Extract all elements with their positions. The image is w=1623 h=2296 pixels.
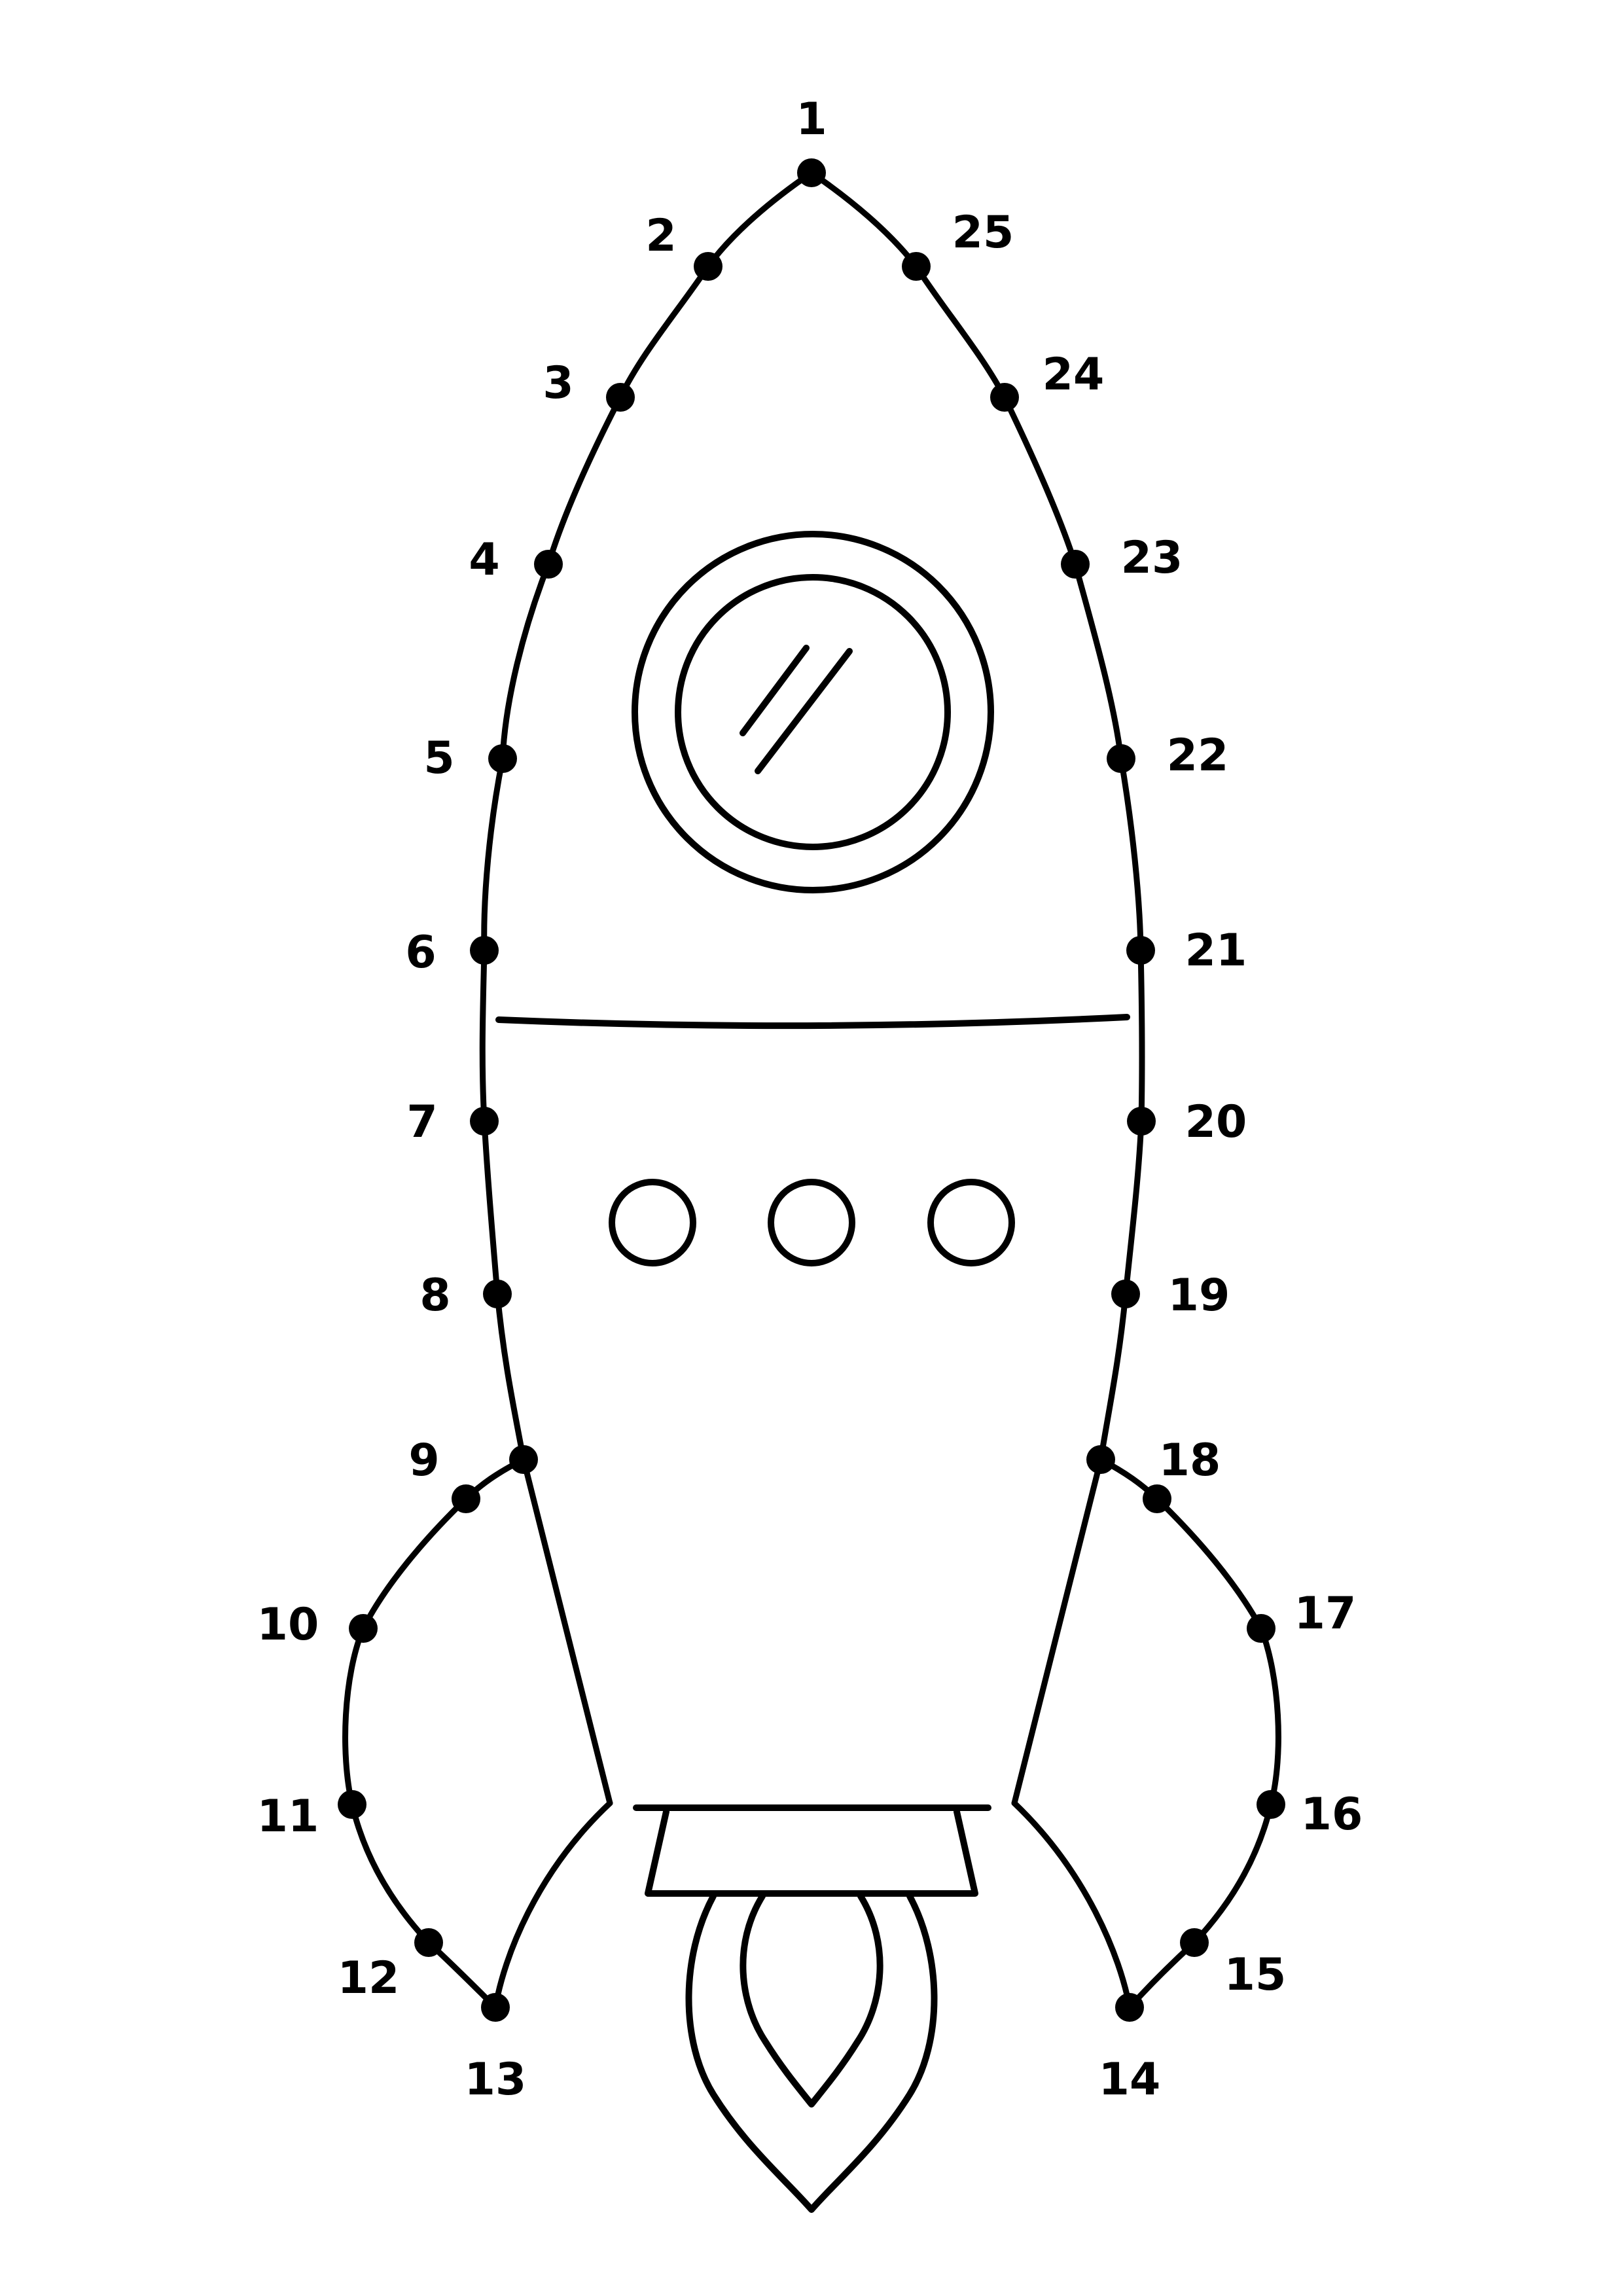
dot-8[interactable]: 8 [419, 1270, 512, 1321]
engine-nozzle [645, 1808, 978, 1897]
dot-6[interactable]: 6 [405, 927, 499, 978]
dot-marker [1061, 550, 1090, 579]
dot-number: 5 [423, 732, 454, 784]
dot-number: 22 [1167, 730, 1229, 781]
dot-15[interactable]: 15 [1180, 1928, 1286, 2001]
porthole-glare-line-1 [740, 645, 810, 736]
dot-marker [349, 1614, 378, 1643]
dot-marker [1180, 1928, 1209, 1957]
dot-marker [488, 744, 517, 773]
dot-number: 24 [1043, 349, 1105, 401]
rocket-body-right-taper [1011, 1456, 1104, 1806]
dot-number: 6 [405, 927, 436, 978]
dot-marker [1247, 1614, 1275, 1643]
dot-number: 1 [796, 94, 827, 145]
dot-marker [481, 1993, 510, 2022]
small-window-center [768, 1179, 855, 1266]
dot-1[interactable]: 1 [796, 94, 827, 187]
dot-marker [797, 158, 826, 187]
dot-14[interactable]: 14 [1099, 1993, 1161, 2106]
porthole-inner-ring [675, 574, 951, 850]
dot-marker [1086, 1445, 1115, 1474]
dot-9[interactable]: 9 [408, 1435, 538, 1486]
dot-24[interactable]: 24 [990, 349, 1104, 412]
porthole-outer-ring [632, 531, 994, 893]
dot-number: 15 [1224, 1949, 1287, 2001]
dot-10[interactable]: 10 [257, 1599, 378, 1651]
dot-number: 25 [952, 207, 1014, 259]
rocket-outline [342, 170, 1281, 2011]
rocket-details [495, 531, 1130, 2213]
body-divider-line [495, 1014, 1130, 1030]
dot-marker [902, 252, 931, 281]
dot-marker [1107, 744, 1135, 773]
dot-number: 21 [1185, 925, 1247, 977]
dot-2[interactable]: 2 [645, 210, 722, 281]
porthole-glare-line-2 [755, 648, 853, 774]
dot-number: 19 [1168, 1270, 1230, 1321]
dot-number: 2 [645, 210, 676, 262]
dot-number: 20 [1185, 1096, 1247, 1148]
numbered-dots: 1 2 3 4 5 6 7 8 9 10 11 12 13 14 15 16 1… [257, 94, 1363, 2106]
rocket-body-left-taper [520, 1456, 613, 1806]
dot-marker [509, 1445, 538, 1474]
dot-marker [338, 1790, 366, 1819]
small-window-right [927, 1179, 1015, 1266]
dot-marker [1127, 1107, 1156, 1136]
dot-7[interactable]: 7 [406, 1096, 499, 1148]
dot-marker [606, 383, 635, 412]
dot-number: 9 [408, 1435, 439, 1486]
dot-marker [1115, 1993, 1144, 2022]
dot-number: 16 [1301, 1789, 1363, 1840]
left-fin-outline [342, 1456, 613, 2011]
connector-dot [1143, 1484, 1171, 1513]
dot-number: 12 [338, 1952, 400, 2004]
dot-number: 4 [469, 534, 499, 586]
connector-dot [452, 1484, 480, 1513]
dot-marker [694, 252, 722, 281]
dot-number: 10 [257, 1599, 319, 1651]
dot-number: 23 [1121, 532, 1183, 584]
dot-4[interactable]: 4 [469, 534, 563, 586]
dot-marker [483, 1280, 512, 1308]
dot-16[interactable]: 16 [1257, 1789, 1363, 1840]
right-fin-outline [1011, 1456, 1281, 2011]
dot-25[interactable]: 25 [902, 207, 1014, 281]
dot-number: 14 [1099, 2054, 1161, 2106]
dot-12[interactable]: 12 [338, 1928, 443, 2004]
dot-17[interactable]: 17 [1247, 1588, 1356, 1643]
dot-23[interactable]: 23 [1061, 532, 1183, 584]
dot-marker [534, 550, 563, 579]
dot-number: 17 [1294, 1588, 1357, 1640]
rocket-nose-left-outline [479, 170, 815, 1463]
dot-18[interactable]: 18 [1086, 1435, 1221, 1486]
dot-number: 3 [543, 357, 573, 409]
dot-marker [1257, 1790, 1285, 1819]
dot-marker [414, 1928, 443, 1957]
dot-11[interactable]: 11 [257, 1790, 366, 1842]
dot-number: 7 [406, 1096, 437, 1148]
dot-21[interactable]: 21 [1126, 925, 1247, 977]
small-window-left [609, 1179, 696, 1266]
dot-marker [470, 936, 499, 965]
dot-number: 13 [465, 2054, 527, 2106]
dot-19[interactable]: 19 [1111, 1270, 1230, 1321]
flame-inner [740, 1893, 883, 2108]
dot-number: 11 [257, 1791, 319, 1842]
dot-13[interactable]: 13 [465, 1993, 527, 2106]
dot-marker [1111, 1280, 1140, 1308]
dot-3[interactable]: 3 [543, 357, 635, 412]
dot-number: 8 [419, 1270, 450, 1321]
dot-22[interactable]: 22 [1107, 730, 1228, 781]
dot-20[interactable]: 20 [1127, 1096, 1247, 1148]
dot-marker [470, 1107, 499, 1136]
dot-marker [990, 383, 1019, 412]
flame-outer [685, 1893, 938, 2213]
dot-number: 18 [1159, 1435, 1221, 1486]
dot-5[interactable]: 5 [423, 732, 517, 784]
dot-marker [1126, 936, 1155, 965]
